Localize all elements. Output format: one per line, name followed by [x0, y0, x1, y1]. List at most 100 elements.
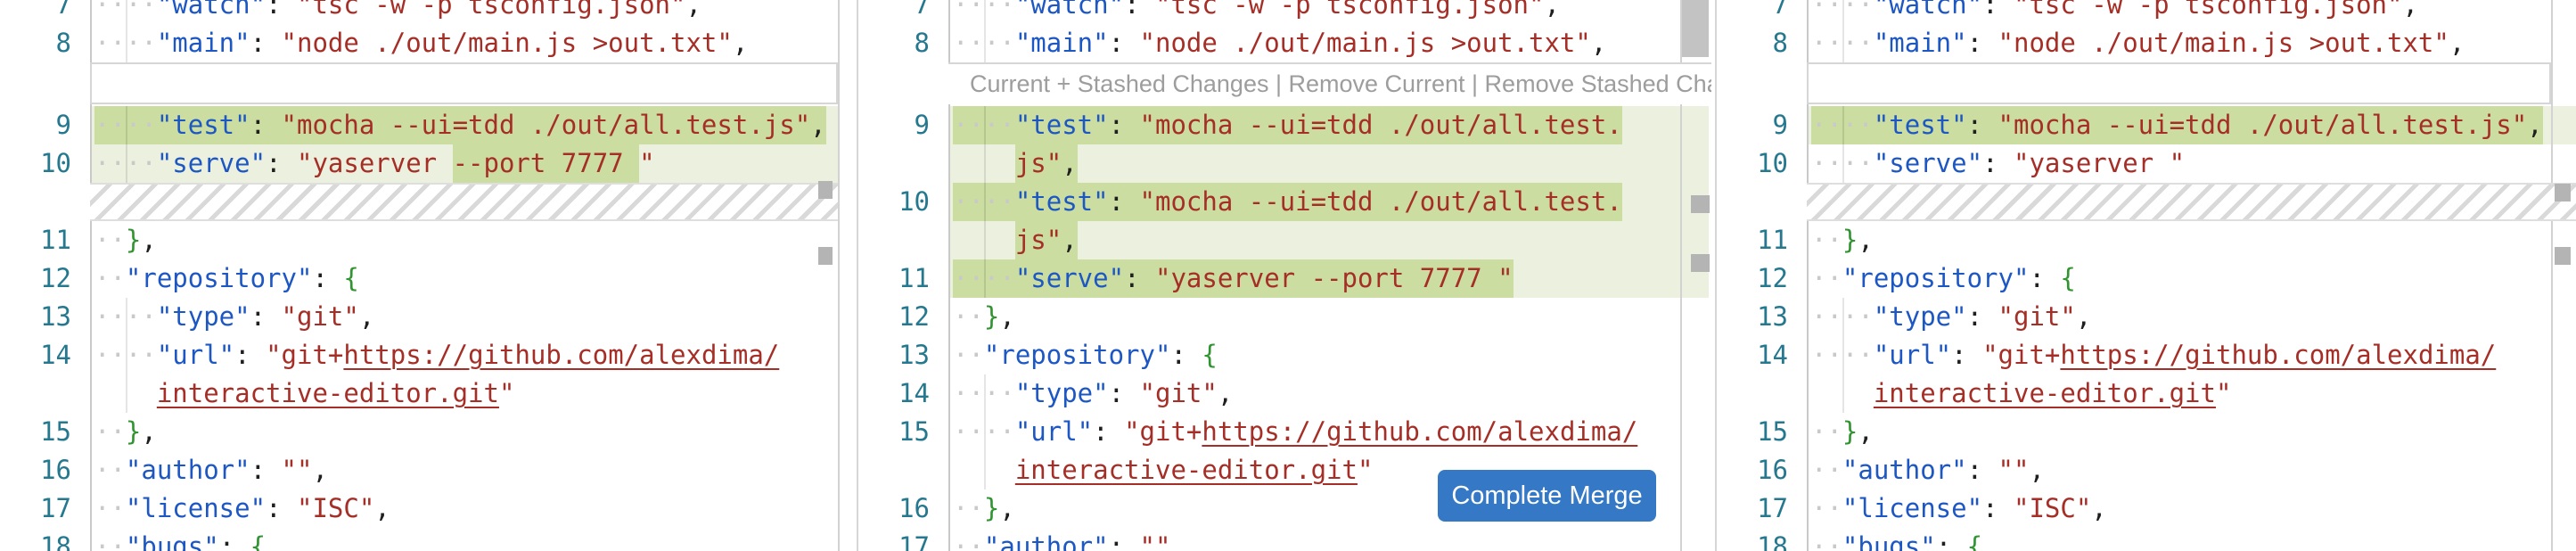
overview-ruler-marker: [818, 247, 833, 265]
code-line[interactable]: 11··},: [1717, 221, 2576, 259]
code-line[interactable]: 8····"main": "node ./out/main.js >out.tx…: [858, 24, 1717, 62]
token-pun: :: [1966, 28, 1998, 58]
code-line[interactable]: 14····"url": "git+https://github.com/ale…: [0, 336, 858, 374]
token-pun: ,: [358, 301, 375, 332]
line-number: 10: [1757, 148, 1788, 178]
diff-alignment-spacer: [1807, 62, 2551, 104]
token-pun: :: [250, 455, 282, 485]
code-line[interactable]: 12··"repository": {: [1717, 259, 2576, 298]
code-line[interactable]: 13··"repository": {: [858, 336, 1717, 374]
token-key: "test": [1014, 186, 1109, 217]
whitespace-dots: ····: [94, 0, 157, 20]
token-str: "node ./out/main.js >out.txt": [1139, 28, 1591, 58]
code-line[interactable]: 8····"main": "node ./out/main.js >out.tx…: [0, 24, 858, 62]
code-line[interactable]: 7····"watch": "tsc -w -p tsconfig.json",: [1717, 0, 2576, 24]
complete-merge-button[interactable]: Complete Merge: [1438, 470, 1656, 522]
code-line[interactable]: 9····"test": "mocha --ui=tdd ./out/all.t…: [1717, 106, 2576, 144]
token-str: "ISC": [2013, 493, 2092, 523]
code-line[interactable]: 18··"bugs": {: [0, 528, 858, 551]
line-number: 10: [40, 148, 71, 178]
line-number: 15: [898, 416, 930, 447]
line-number: 11: [40, 225, 71, 255]
token-str: "git+: [266, 340, 344, 370]
whitespace-dots: ··: [1811, 263, 1842, 293]
code-text: ····"type": "git",: [1811, 298, 2091, 336]
code-line[interactable]: 12··"repository": {: [0, 259, 858, 298]
code-line[interactable]: interactive-editor.git": [858, 451, 1717, 489]
token-pun: :: [250, 110, 282, 140]
code-text: ··"bugs": {: [1811, 528, 1982, 551]
token-pun: ,: [2527, 110, 2543, 140]
code-line[interactable]: 17··"author": "",: [858, 528, 1717, 551]
token-pun: :: [234, 340, 267, 370]
hidden-unchanged-region[interactable]: [90, 183, 838, 221]
token-key: "url": [1014, 416, 1094, 447]
code-line[interactable]: 7····"watch": "tsc -w -p tsconfig.json",: [0, 0, 858, 24]
token-key: "repository": [983, 340, 1171, 370]
whitespace-dots: ··: [94, 416, 126, 447]
whitespace-dots: ····: [94, 340, 157, 370]
token-pun: ,: [312, 455, 328, 485]
code-line[interactable]: 15····"url": "git+https://github.com/ale…: [858, 413, 1717, 451]
hidden-unchanged-region[interactable]: [1807, 183, 2576, 221]
code-line[interactable]: 9····"test": "mocha --ui=tdd ./out/all.t…: [858, 106, 1717, 144]
code-line[interactable]: 8····"main": "node ./out/main.js >out.tx…: [1717, 24, 2576, 62]
whitespace-dots: ····: [94, 148, 157, 178]
token-key: "serve": [1014, 263, 1125, 293]
code-text: ··"license": "ISC",: [1811, 489, 2107, 528]
code-line[interactable]: 10····"serve": "yaserver ": [1717, 144, 2576, 183]
code-line[interactable]: 10····"test": "mocha --ui=tdd ./out/all.…: [858, 183, 1717, 221]
code-line[interactable]: interactive-editor.git": [0, 374, 858, 413]
token-str: "mocha --ui=tdd ./out/all.test.: [1139, 186, 1622, 217]
token-str: "": [1998, 455, 2030, 485]
token-key: "type": [1873, 301, 1967, 332]
code-line[interactable]: 16··},: [858, 489, 1717, 528]
code-line[interactable]: 12··},: [858, 298, 1717, 336]
token-str: "": [281, 455, 313, 485]
code-line[interactable]: 15··},: [0, 413, 858, 451]
token-pun: :: [1966, 455, 1998, 485]
code-text: interactive-editor.git": [953, 451, 1374, 489]
whitespace-dots: ····: [1811, 340, 1874, 370]
code-line[interactable]: 13····"type": "git",: [0, 298, 858, 336]
vertical-scrollbar-thumb[interactable]: [1682, 0, 1709, 57]
code-line[interactable]: 16··"author": "",: [0, 451, 858, 489]
token-pun: ,: [999, 301, 1015, 332]
code-line[interactable]: 17··"license": "ISC",: [1717, 489, 2576, 528]
code-line[interactable]: 16··"author": "",: [1717, 451, 2576, 489]
code-line[interactable]: 11····"serve": "yaserver --port 7777 ": [858, 259, 1717, 298]
code-line[interactable]: interactive-editor.git": [1717, 374, 2576, 413]
token-pun: ,: [1590, 28, 1607, 58]
code-line[interactable]: 9····"test": "mocha --ui=tdd ./out/all.t…: [0, 106, 858, 144]
token-key: "license": [125, 493, 267, 523]
code-line[interactable]: 15··},: [1717, 413, 2576, 451]
code-line[interactable]: 18··"bugs": {: [1717, 528, 2576, 551]
merge-actions-codelens[interactable]: Current + Stashed Changes | Remove Curre…: [970, 70, 1711, 97]
line-number: 17: [898, 531, 930, 551]
code-line[interactable]: js",: [858, 144, 1717, 183]
token-str: ": [1357, 455, 1374, 485]
code-text: ····"test": "mocha --ui=tdd ./out/all.te…: [1811, 106, 2543, 144]
code-line[interactable]: 13····"type": "git",: [1717, 298, 2576, 336]
code-line[interactable]: 7····"watch": "tsc -w -p tsconfig.json",: [858, 0, 1717, 24]
code-text: ····"serve": "yaserver --port 7777 ": [953, 259, 1514, 298]
code-line[interactable]: 17··"license": "ISC",: [0, 489, 858, 528]
token-pun: ,: [732, 28, 749, 58]
code-line[interactable]: 14····"url": "git+https://github.com/ale…: [1717, 336, 2576, 374]
token-brc: }: [1842, 225, 1858, 255]
code-text: ····"type": "git",: [953, 374, 1233, 413]
code-line[interactable]: 10····"serve": "yaserver --port 7777 ": [0, 144, 858, 183]
token-pun: :: [250, 301, 282, 332]
token-brc: }: [125, 416, 142, 447]
code-line[interactable]: 11··},: [0, 221, 858, 259]
token-pun: ,: [2091, 493, 2107, 523]
pane-incoming: 7····"watch": "tsc -w -p tsconfig.json",…: [1717, 0, 2576, 551]
token-pun: :: [1951, 340, 1983, 370]
code-line[interactable]: js",: [858, 221, 1717, 259]
token-str: "ISC": [296, 493, 375, 523]
line-number: 12: [1757, 263, 1788, 293]
whitespace-dots: ··: [1811, 455, 1842, 485]
code-line[interactable]: 14····"type": "git",: [858, 374, 1717, 413]
pane-result: 7····"watch": "tsc -w -p tsconfig.json",…: [858, 0, 1717, 551]
